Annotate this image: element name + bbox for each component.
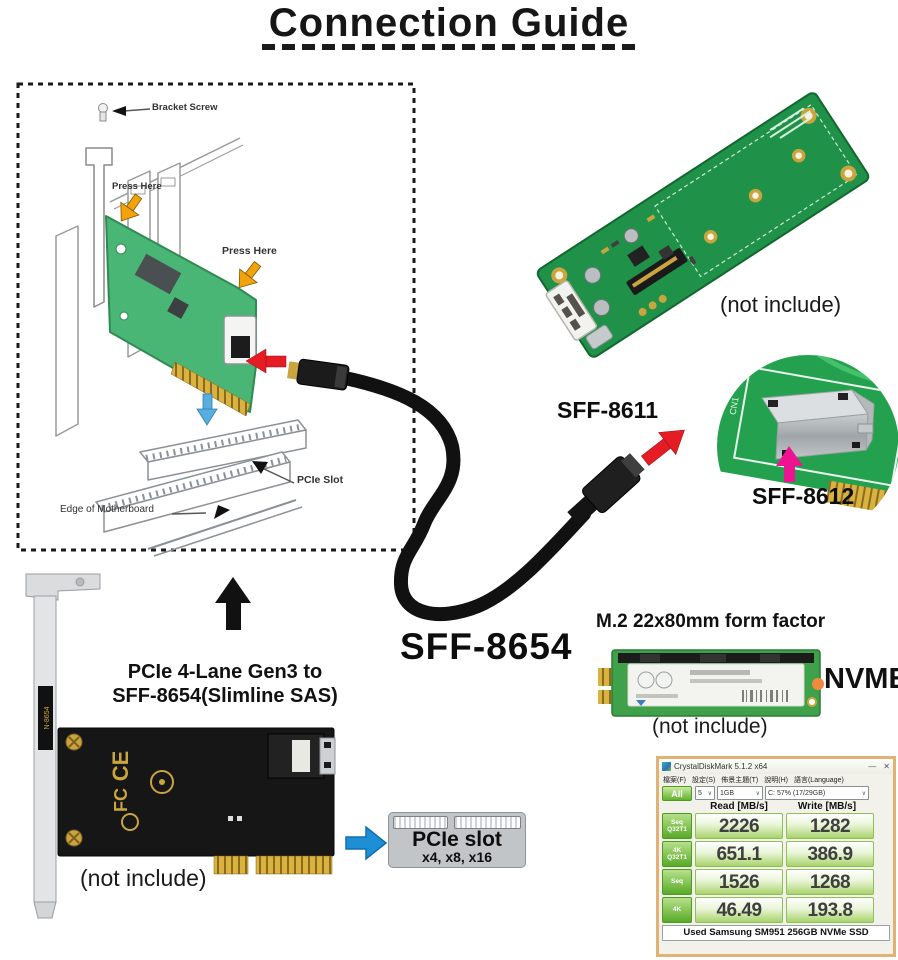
menu-language[interactable]: 語言(Language) — [793, 776, 844, 784]
page-title: Connection Guide — [268, 1, 630, 45]
test-count-select[interactable]: 5∨ — [695, 786, 715, 800]
4k-q32t1-write-value: 386.9 — [786, 841, 874, 867]
test-count-value: 5 — [698, 789, 702, 797]
seq-q32t1-button[interactable]: Seq Q32T1 — [662, 813, 692, 839]
pcie-slot-opening-short — [393, 816, 448, 829]
cdm-results-grid: Seq Q32T1 2226 1282 4K Q32T1 651.1 386.9… — [659, 812, 893, 923]
all-test-button[interactable]: All — [662, 786, 692, 801]
press-here-label-top: Press Here — [112, 181, 162, 192]
pcie-slot-graphic: PCIe slot x4, x8, x16 — [388, 812, 526, 868]
sff-8654-cable — [287, 358, 645, 622]
sff-8612-inset: CN1 — [717, 355, 898, 537]
svg-text:N-8654: N-8654 — [44, 706, 51, 729]
menu-theme[interactable]: 佈景主題(T) — [721, 776, 759, 784]
pcie-card-title-line1: PCIe 4-Lane Gen3 to — [127, 661, 323, 683]
press-here-arrow-icon — [120, 193, 262, 289]
read-header: Read [MB/s] — [710, 801, 768, 812]
test-size-value: 1GB — [720, 789, 735, 797]
close-button[interactable]: ✕ — [883, 762, 890, 771]
svg-text:CN1: CN1 — [728, 396, 741, 415]
seq-write-value: 1268 — [786, 869, 874, 895]
target-drive-value: C: 57% (17/29GB) — [768, 789, 826, 797]
cable-plug-a — [287, 358, 350, 391]
minimize-button[interactable]: — — [868, 762, 877, 771]
m2-ssd-photo — [598, 649, 824, 717]
dropdown-chevron-icon: ∨ — [861, 790, 866, 797]
table-row: Seq Q32T1 2226 1282 — [662, 813, 890, 839]
test-size-select[interactable]: 1GB ∨ — [717, 786, 763, 800]
seq-read-value: 1526 — [695, 869, 783, 895]
pink-up-arrow-icon — [776, 446, 803, 482]
table-row: 4K 46.49 193.8 — [662, 897, 890, 923]
write-header: Write [MB/s] — [797, 801, 857, 812]
sff-8654-label: SFF-8654 — [400, 626, 573, 667]
pcie-slot-label: PCIe Slot — [297, 474, 344, 486]
dropdown-chevron-icon: ∨ — [707, 790, 712, 797]
pcie-slot-graphic-sizes: x4, x8, x16 — [421, 849, 493, 865]
4k-q32t1-read-value: 651.1 — [695, 841, 783, 867]
install-diagram — [55, 103, 307, 557]
nvme-label: NVME — [824, 663, 898, 695]
insert-direction-arrow-icon — [196, 393, 218, 426]
pcie-slot-graphic-label: PCIe slot — [412, 828, 502, 851]
cdm-window-title: CrystalDiskMark 5.1.2 x64 — [674, 762, 768, 771]
bracket-screw-label: Bracket Screw — [152, 102, 218, 113]
menu-settings[interactable]: 設定(S) — [691, 776, 716, 784]
cable-plug-b — [567, 453, 645, 526]
instruction-box-border — [16, 82, 416, 552]
4k-read-value: 46.49 — [695, 897, 783, 923]
adapter-board-photo — [536, 92, 870, 358]
cdm-menu-bar: 檔案(F) 設定(S) 佈景主題(T) 說明(H) 語言(Language) — [659, 774, 893, 785]
seq-q32t1-read-value: 2226 — [695, 813, 783, 839]
cdm-controls: All 5∨ 1GB∨ C: 57% (17/29GB)∨ Read [MB/s… — [659, 785, 893, 812]
black-up-arrow-icon — [215, 577, 251, 630]
ssd-not-include-label: (not include) — [652, 715, 768, 738]
seq-q32t1-write-value: 1282 — [786, 813, 874, 839]
sff-8612-label: SFF-8612 — [752, 483, 855, 509]
dropdown-chevron-icon: ∨ — [755, 790, 760, 797]
svg-text:CE: CE — [108, 751, 133, 782]
pcie-card-title-line2: SFF-8654(Slimline SAS) — [112, 685, 338, 707]
pcie-card-photo: N-8654 CE FC — [25, 573, 336, 919]
svg-text:FC: FC — [111, 788, 131, 812]
red-plug-direction-arrow-icon — [245, 348, 685, 466]
table-row: 4K Q32T1 651.1 386.9 — [662, 841, 890, 867]
app-icon — [662, 762, 671, 771]
cdm-title-bar: CrystalDiskMark 5.1.2 x64 — ✕ — [659, 759, 893, 774]
cdm-column-headers: Read [MB/s] Write [MB/s] — [695, 801, 890, 812]
edge-of-motherboard-label: Edge of Motherboard — [60, 504, 154, 515]
blue-right-arrow-icon — [345, 825, 388, 861]
m2-form-factor-label: M.2 22x80mm form factor — [596, 611, 826, 632]
cdm-caption: Used Samsung SM951 256GB NVMe SSD — [662, 925, 890, 941]
4k-button[interactable]: 4K — [662, 897, 692, 923]
seq-button[interactable]: Seq — [662, 869, 692, 895]
4k-write-value: 193.8 — [786, 897, 874, 923]
pcie-card-title: PCIe 4-Lane Gen3 to SFF-8654(Slimline SA… — [90, 660, 360, 708]
adapter-not-include-label: (not include) — [720, 292, 842, 317]
menu-file[interactable]: 檔案(F) — [663, 776, 686, 784]
sff-8611-label: SFF-8611 — [557, 397, 658, 423]
menu-help[interactable]: 說明(H) — [764, 776, 788, 784]
card-not-include-label: (not include) — [80, 865, 207, 891]
target-drive-select[interactable]: C: 57% (17/29GB) ∨ — [765, 786, 869, 800]
table-row: Seq 1526 1268 — [662, 869, 890, 895]
4k-q32t1-button[interactable]: 4K Q32T1 — [662, 841, 692, 867]
crystaldiskmark-window: CrystalDiskMark 5.1.2 x64 — ✕ 檔案(F) 設定(S… — [656, 756, 896, 957]
pcie-slot-opening-long — [453, 816, 521, 829]
pcie-slot-openings — [393, 816, 521, 829]
press-here-label-right: Press Here — [222, 245, 277, 257]
